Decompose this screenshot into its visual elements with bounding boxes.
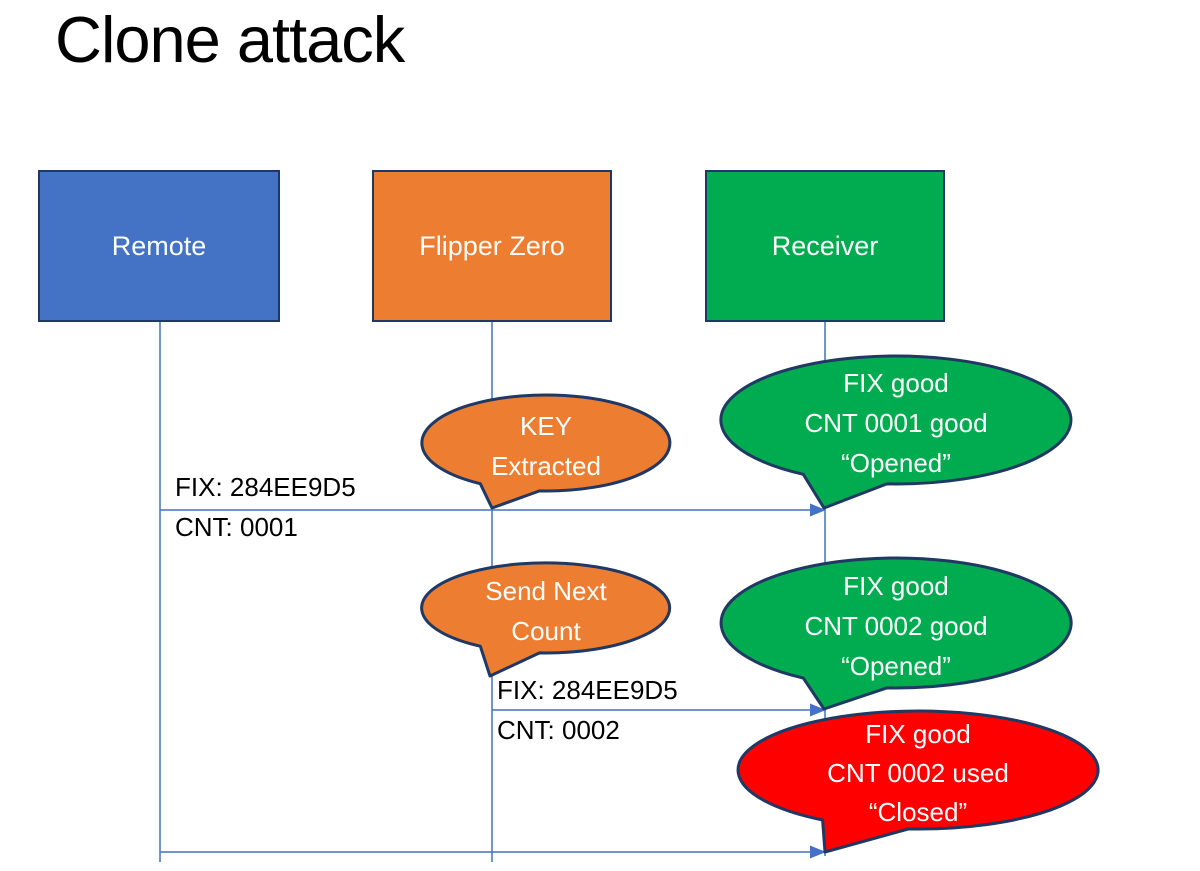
message-1-cnt-label: CNT: 0001 [175, 512, 298, 542]
message-1-fix-label: FIX: 284EE9D5 [175, 472, 356, 502]
actor-box-remote: Remote [38, 170, 280, 322]
actor-box-receiver: Receiver [705, 170, 945, 322]
callout-cnt-0002-good-shape [719, 556, 1073, 711]
message-arrow-1-head-icon [810, 503, 826, 517]
actor-label-flipper-zero: Flipper Zero [419, 230, 565, 261]
actor-label-receiver: Receiver [771, 230, 879, 261]
message-2-fix-label: FIX: 284EE9D5 [497, 675, 678, 705]
callout-cnt-0001-good-shape [719, 354, 1073, 510]
message-arrow-3-head-icon [810, 845, 826, 859]
message-2-cnt-label: CNT: 0002 [497, 715, 620, 745]
message-arrow-2-head-icon [810, 703, 826, 717]
callout-key-extracted-shape [420, 393, 672, 510]
actor-label-remote: Remote [111, 230, 207, 261]
actor-box-flipper-zero: Flipper Zero [372, 170, 612, 322]
callout-cnt-0002-used-shape [736, 709, 1100, 854]
callout-send-next-count-shape [420, 561, 672, 678]
page-title: Clone attack [55, 3, 405, 76]
